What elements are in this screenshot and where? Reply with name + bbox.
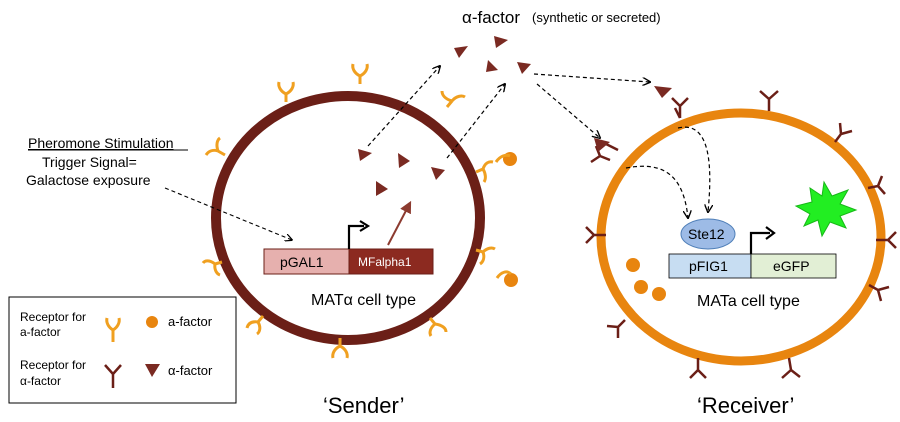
legend-a-factor-label: a-factor	[168, 314, 213, 329]
receiver-cell-type: MATa cell type	[697, 293, 800, 310]
stimulation-line1: Trigger Signal=	[42, 154, 137, 170]
sender-export-arrows	[367, 66, 505, 159]
legend-a-receptor-line1: Receptor for	[20, 310, 86, 324]
secretion-arrow	[387, 200, 412, 246]
legend-a-receptor-icon	[105, 317, 121, 342]
egfp-label: eGFP	[773, 258, 810, 274]
legend-box	[8, 296, 237, 404]
pgal1-label: pGAL1	[280, 254, 324, 270]
alpha-factor-title: α-factor	[462, 8, 520, 27]
receiver-promoter-arrow	[749, 231, 770, 254]
pgal1-box	[263, 248, 350, 275]
egfp-box	[750, 253, 837, 279]
sender-promoter-arrow	[347, 224, 364, 249]
receiver-caption: ‘Receiver’	[697, 393, 794, 418]
legend: Receptor for a-factor a-factor Receptor …	[8, 296, 237, 404]
sender-cell-wall	[211, 91, 485, 345]
bound-a-factors	[503, 152, 518, 287]
legend-a-factor-icon	[146, 316, 158, 328]
ste12-blob	[680, 218, 736, 250]
legend-alpha-receptor-line2: α-factor	[20, 374, 61, 388]
floating-alpha-factors-top	[454, 36, 531, 74]
extra-a-receptors-right	[494, 153, 513, 279]
receiver-a-factors	[626, 258, 666, 301]
sender-internal-alpha-factors	[358, 149, 445, 196]
pfig1-box	[668, 253, 752, 279]
gfp-signal-star	[794, 180, 858, 238]
receiver-cell-wall	[596, 108, 886, 366]
stimulation-line2: Galactose exposure	[26, 172, 151, 188]
pfig1-label: pFIG1	[689, 258, 728, 274]
receiver-alpha-receptors	[585, 90, 897, 379]
legend-alpha-factor-icon	[145, 364, 160, 377]
legend-alpha-factor-label: α-factor	[168, 363, 213, 378]
sender-caption: ‘Sender’	[323, 393, 405, 418]
mfalpha1-label: MFalpha1	[358, 255, 412, 269]
alpha-factor-subtitle: (synthetic or secreted)	[532, 10, 661, 25]
receiver-bound-receptors	[594, 86, 682, 152]
legend-alpha-receptor-line1: Receptor for	[20, 358, 86, 372]
legend-alpha-receptor-icon	[104, 364, 122, 388]
stimulation-heading: Pheromone Stimulation	[28, 135, 174, 151]
ste12-label: Ste12	[688, 226, 725, 242]
sender-cell-type: MATα cell type	[311, 292, 416, 309]
sender-promoter-arrow-head	[359, 220, 371, 232]
receiver-import-arrows	[533, 73, 710, 218]
receiver-promoter-arrow-head	[765, 226, 776, 240]
sender-a-receptors	[201, 63, 496, 359]
mfalpha1-box	[348, 248, 434, 275]
legend-a-receptor-line2: a-factor	[20, 325, 61, 339]
stimulation-arrow	[164, 187, 292, 240]
